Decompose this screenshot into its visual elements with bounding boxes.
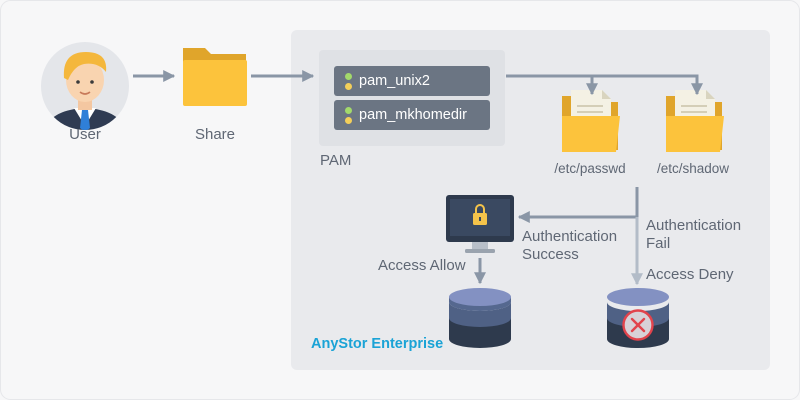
pam-module-mkhomedir: pam_mkhomedir: [334, 100, 490, 130]
shadow-document-folder-icon: [666, 90, 724, 152]
user-label: User: [69, 126, 101, 143]
pam-box: [319, 50, 505, 146]
module-status-dot-green: [345, 107, 352, 114]
module-label: pam_mkhomedir: [359, 107, 467, 123]
passwd-label: /etc/passwd: [554, 161, 626, 176]
system-label: AnyStor Enterprise: [311, 336, 444, 352]
database-icon: [449, 288, 511, 348]
user-avatar-icon: [41, 42, 129, 130]
passwd-document-folder-icon: [562, 90, 620, 152]
module-status-dot-yellow: [345, 83, 352, 90]
module-label: pam_unix2: [359, 73, 430, 89]
shadow-label: /etc/shadow: [656, 161, 730, 176]
module-status-dot-green: [345, 73, 352, 80]
arrow-pam-to-files: [506, 74, 703, 96]
folder-icon: [183, 48, 247, 106]
share-label: Share: [194, 126, 236, 143]
locked-monitor-icon: [446, 195, 514, 253]
pam-module-unix2: pam_unix2: [334, 66, 490, 96]
access-deny-label: Access Deny: [646, 266, 734, 283]
access-allow-label: Access Allow: [378, 257, 466, 274]
auth-fail-label: Authentication Fail: [646, 217, 742, 252]
database-denied-icon: [607, 288, 669, 348]
module-status-dot-yellow: [345, 117, 352, 124]
pam-label: PAM: [320, 152, 352, 169]
auth-success-label: Authentication Success: [522, 228, 618, 263]
